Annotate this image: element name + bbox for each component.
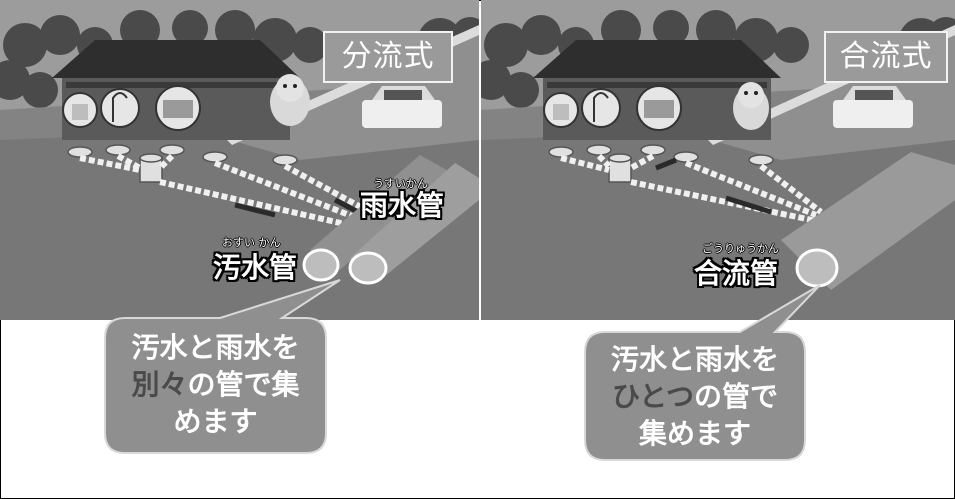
left-callout-line2-rest: の管で集 [187, 368, 300, 401]
right-callout-line2-rest: の管で [694, 380, 779, 413]
storm-pipe-label: 雨水管 [360, 189, 445, 222]
right-callout-text: 汚水と雨水を ひとつの管で 集めます [585, 341, 805, 452]
left-callout-line2: 別々の管で集 [105, 366, 326, 403]
mascot-character [270, 74, 310, 126]
right-callout-line3: 集めます [638, 417, 751, 450]
right-callout-bubble [584, 284, 821, 461]
main-pipes [302, 155, 479, 285]
separate-system-label: 分流式 [323, 31, 453, 83]
right-callout-line2: ひとつの管で [585, 378, 805, 415]
car [362, 86, 442, 128]
car [833, 86, 913, 128]
main-pipe [781, 152, 955, 290]
sewage-pipe-label: 汚水管 [213, 251, 298, 284]
right-callout-line1: 汚水と雨水を [610, 343, 779, 376]
combined-pipe-furigana: ごうりゅうかん [702, 242, 779, 255]
left-callout-line1: 汚水と雨水を [131, 331, 300, 364]
mascot-character [733, 82, 769, 130]
right-callout-highlight: ひとつ [611, 380, 695, 413]
left-callout-bubble [104, 279, 341, 454]
sewage-pipe-furigana: おすい かん [222, 236, 281, 249]
combined-system-illustration: 合流式 ごうりゅうかん 合流管 [481, 0, 955, 320]
combined-pipe-label: 合流管 [694, 257, 779, 290]
left-callout-line3: めます [173, 405, 258, 438]
household-fixtures [62, 85, 201, 131]
household-fixtures [543, 85, 682, 131]
left-callout-highlight: 別々 [131, 368, 188, 401]
separate-system-illustration: 分流式 うすいかん 雨水管 おすい かん 汚水管 [0, 0, 479, 320]
left-callout-text: 汚水と雨水を 別々の管で集 めます [105, 329, 326, 440]
combined-system-label: 合流式 [824, 31, 948, 83]
storm-pipe-furigana: うすいかん [373, 177, 428, 190]
